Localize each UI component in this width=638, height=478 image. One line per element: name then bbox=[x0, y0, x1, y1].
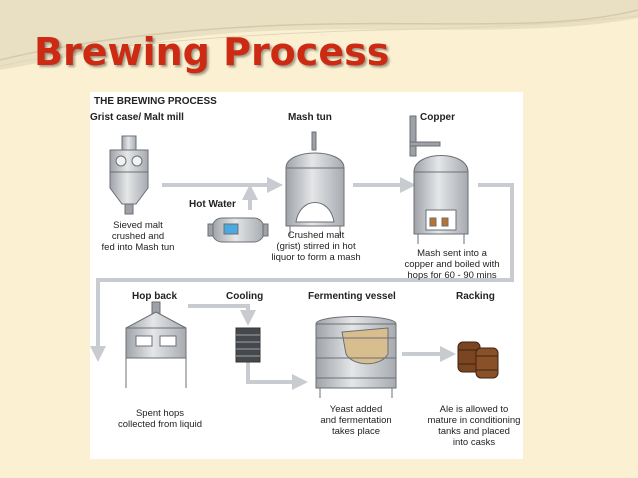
hop-back-icon bbox=[125, 301, 187, 388]
arrow-hopback-to-cooling bbox=[188, 304, 256, 326]
casks-icon bbox=[457, 341, 499, 379]
stage-caption-fermenting-vessel: Yeast added and fermentation takes place bbox=[320, 404, 392, 437]
stage-label-malt-mill: Grist case/ Malt mill bbox=[90, 112, 184, 123]
stage-label-copper: Copper bbox=[420, 112, 455, 123]
malt-mill-icon bbox=[109, 135, 149, 215]
hot-water-tank-icon bbox=[207, 217, 269, 243]
diagram-heading: THE BREWING PROCESS bbox=[94, 96, 217, 107]
stage-caption-mash-tun: Crushed malt (grist) stirred in hot liqu… bbox=[271, 230, 361, 263]
copper-icon bbox=[409, 115, 469, 244]
slide-title: Brewing Process bbox=[34, 30, 390, 74]
stage-label-hot-water: Hot Water bbox=[189, 199, 236, 210]
arrow-cooling-to-fermenter bbox=[246, 362, 308, 390]
stage-label-racking: Racking bbox=[456, 291, 495, 302]
arrow-copper-to-hopback bbox=[90, 183, 514, 362]
fermenting-vessel-icon bbox=[315, 316, 397, 398]
stage-label-mash-tun: Mash tun bbox=[288, 112, 332, 123]
header-swoosh bbox=[0, 0, 638, 70]
stage-caption-malt-mill: Sieved malt crushed and fed into Mash tu… bbox=[101, 220, 175, 253]
stage-label-hop-back: Hop back bbox=[132, 291, 178, 302]
stage-caption-racking: Ale is allowed to mature in conditioning… bbox=[427, 404, 521, 448]
stage-label-cooling: Cooling bbox=[226, 291, 264, 302]
flow-arrows bbox=[90, 177, 514, 390]
stage-label-fermenting-vessel: Fermenting vessel bbox=[308, 291, 396, 302]
stage-caption-copper: Mash sent into a copper and boiled with … bbox=[404, 248, 500, 281]
diagram-artwork bbox=[90, 115, 514, 398]
stage-caption-hop-back: Spent hops collected from liquid bbox=[118, 408, 202, 430]
cooler-icon bbox=[235, 327, 261, 363]
brewing-diagram: THE BREWING PROCESS Grist case/ Malt mil… bbox=[90, 92, 523, 459]
mash-tun-icon bbox=[285, 131, 345, 236]
